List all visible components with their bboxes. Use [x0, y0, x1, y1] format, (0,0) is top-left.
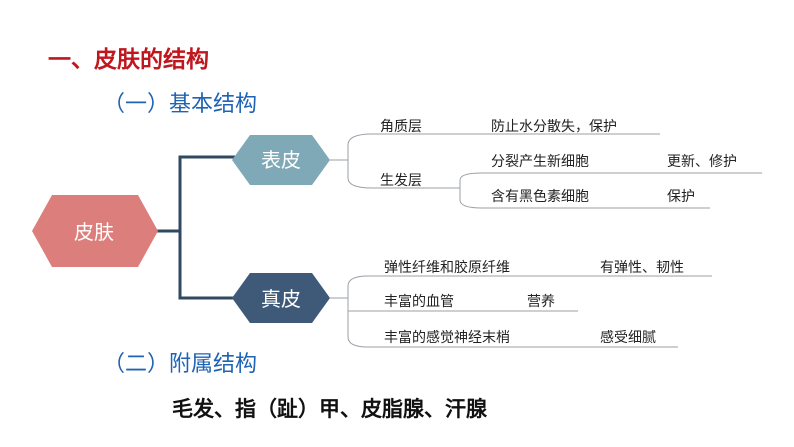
page-title: 一、皮肤的结构: [48, 47, 209, 73]
dermis-feature-1: 弹性纤维和胶原纤维: [384, 260, 510, 276]
dermis-function-3: 感受细腻: [600, 330, 656, 346]
epidermis-label: 表皮: [261, 148, 301, 172]
basale-function-1: 更新、修护: [667, 154, 737, 170]
section-appendages: （二）附属结构: [103, 352, 258, 377]
basale-function-2: 保护: [667, 189, 695, 205]
section-basic-structure: （一）基本结构: [103, 92, 258, 117]
dermis-feature-2: 丰富的血管: [384, 294, 454, 310]
stratum-corneum-label: 角质层: [380, 119, 422, 135]
basale-feature-2: 含有黑色素细胞: [491, 189, 589, 205]
root-node: [32, 195, 158, 267]
epidermis-bracket: [347, 133, 373, 189]
stratum-basale-label: 生发层: [380, 173, 422, 189]
epidermis-node: [232, 135, 330, 185]
dermis-function-1: 有弹性、韧性: [600, 260, 684, 276]
appendages-list: 毛发、指（趾）甲、皮脂腺、汗腺: [172, 397, 487, 421]
basale-feature-1: 分裂产生新细胞: [491, 154, 589, 170]
dermis-feature-3: 丰富的感觉神经末梢: [384, 330, 510, 346]
root-label: 皮肤: [74, 220, 114, 244]
basale-bracket: [459, 172, 483, 209]
root-connector: [150, 155, 235, 300]
dermis-node: [232, 273, 330, 323]
stratum-corneum-feature: 防止水分散失，保护: [491, 119, 617, 135]
dermis-function-2: 营养: [527, 294, 555, 310]
dermis-label: 真皮: [261, 287, 301, 311]
